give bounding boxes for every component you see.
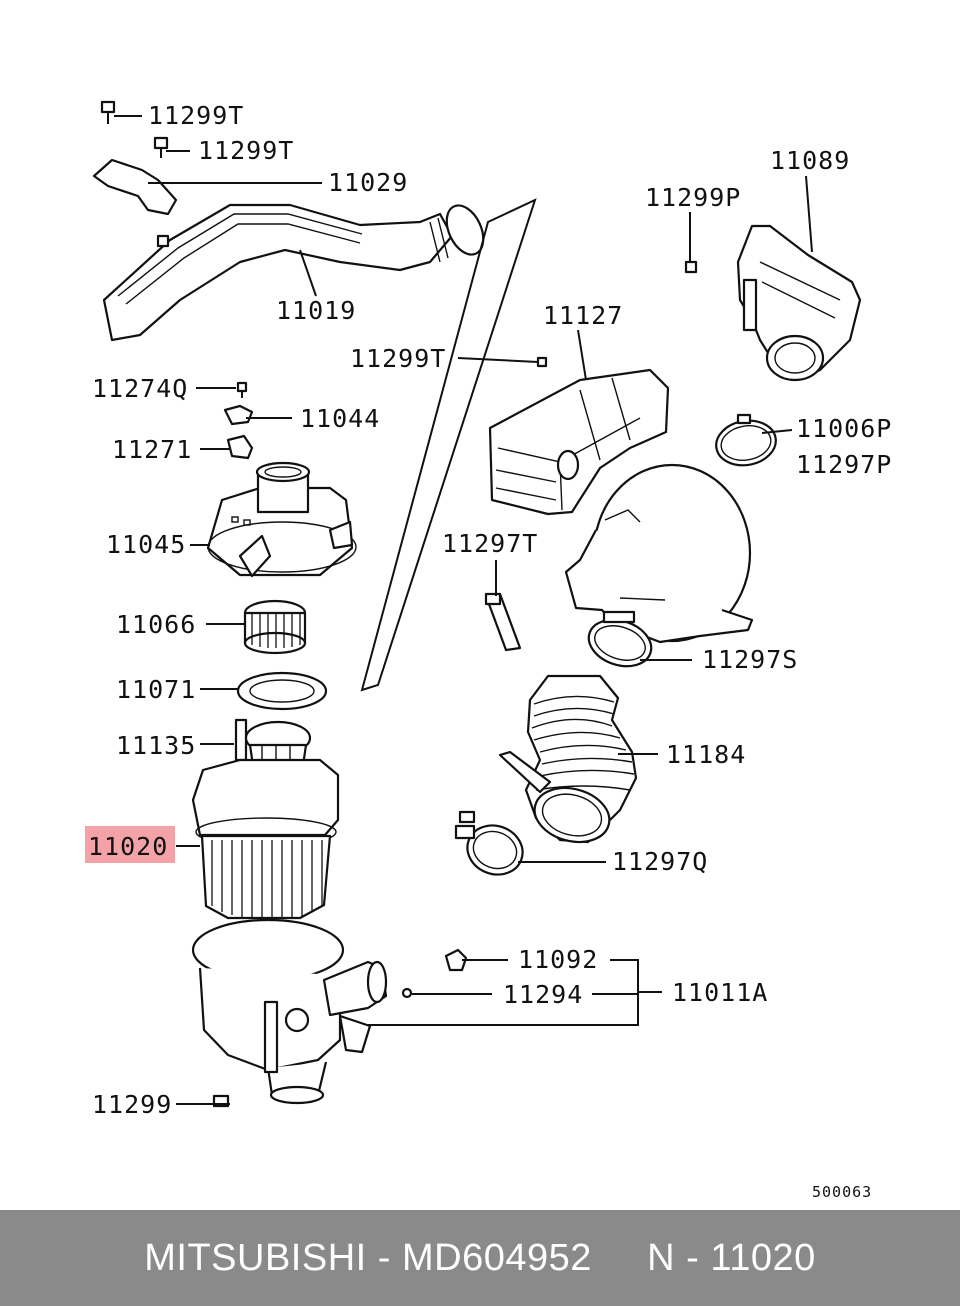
element-11066: [243, 599, 307, 655]
duct-11019: [102, 203, 454, 342]
filter-stack: [191, 381, 388, 1108]
label-11299: 11299: [92, 1090, 172, 1119]
label-11029: 11029: [328, 168, 408, 197]
label-11066: 11066: [116, 610, 196, 639]
label-11011A: 11011A: [672, 978, 768, 1007]
right-parts: [401, 224, 862, 999]
cover-11045: [206, 461, 357, 578]
label-11299T-a: 11299T: [148, 101, 244, 130]
label-11299T-b: 11299T: [198, 136, 294, 165]
label-11294: 11294: [503, 980, 583, 1009]
screw-11274Q: [236, 381, 248, 398]
footer-bar: MITSUBISHI - MD604952 N - 11020: [0, 1210, 960, 1306]
bolt-11299T-b: [153, 136, 169, 158]
label-11297P: 11297P: [796, 450, 892, 479]
elbow-11089: [736, 224, 862, 382]
hose-11184: [498, 674, 638, 844]
filter-element-11020: [191, 758, 340, 920]
label-11297Q: 11297Q: [612, 847, 708, 876]
label-11297T: 11297T: [442, 529, 538, 558]
label-11020: 11020: [88, 832, 168, 861]
bracket-11029: [92, 158, 178, 216]
label-11092: 11092: [518, 945, 598, 974]
label-11071: 11071: [116, 675, 196, 704]
washer-11294: [401, 987, 413, 999]
air-cleaner-body: [564, 463, 754, 644]
label-11135: 11135: [116, 731, 196, 760]
bolt-11299: [210, 1094, 230, 1108]
bolt-11299T-a: [100, 100, 116, 124]
label-11089: 11089: [770, 146, 850, 175]
label-11299T-c: 11299T: [350, 344, 446, 373]
screw-11299T-c: [536, 356, 548, 368]
nut-11092: [444, 948, 468, 972]
label-11044: 11044: [300, 404, 380, 433]
label-11019: 11019: [276, 296, 356, 325]
clamp-11297S: [587, 610, 653, 668]
label-11184: 11184: [666, 740, 746, 769]
part-labels: 11299T 11299T 11029 11019 11299T 11274Q …: [88, 101, 892, 1201]
screw-11299P: [684, 260, 698, 274]
label-11127: 11127: [543, 301, 623, 330]
highlight-11020: [85, 826, 175, 863]
clamp-11297Q: [454, 810, 524, 876]
assembly-outline: [360, 198, 537, 692]
leader-lines: [114, 115, 813, 1105]
intake-duct-assembly: [92, 100, 485, 342]
label-11299P: 11299P: [645, 183, 741, 212]
parts-diagram: 11299T 11299T 11029 11019 11299T 11274Q …: [85, 100, 892, 1201]
clamp-11006P: [715, 413, 777, 467]
clip-11044: [223, 404, 254, 426]
label-11274Q: 11274Q: [92, 374, 188, 403]
label-11271: 11271: [112, 435, 192, 464]
clip-11271: [226, 434, 254, 460]
label-11006P: 11006P: [796, 414, 892, 443]
diagram-code: 500063: [812, 1183, 872, 1201]
housing-11011A: [191, 918, 388, 1105]
gasket-11071: [236, 671, 328, 711]
label-11297S: 11297S: [702, 645, 798, 674]
footer-title: MITSUBISHI - MD604952 N - 11020: [144, 1236, 816, 1279]
resonator-11127: [488, 368, 670, 516]
tie-11297T: [484, 592, 522, 652]
label-11045: 11045: [106, 530, 186, 559]
